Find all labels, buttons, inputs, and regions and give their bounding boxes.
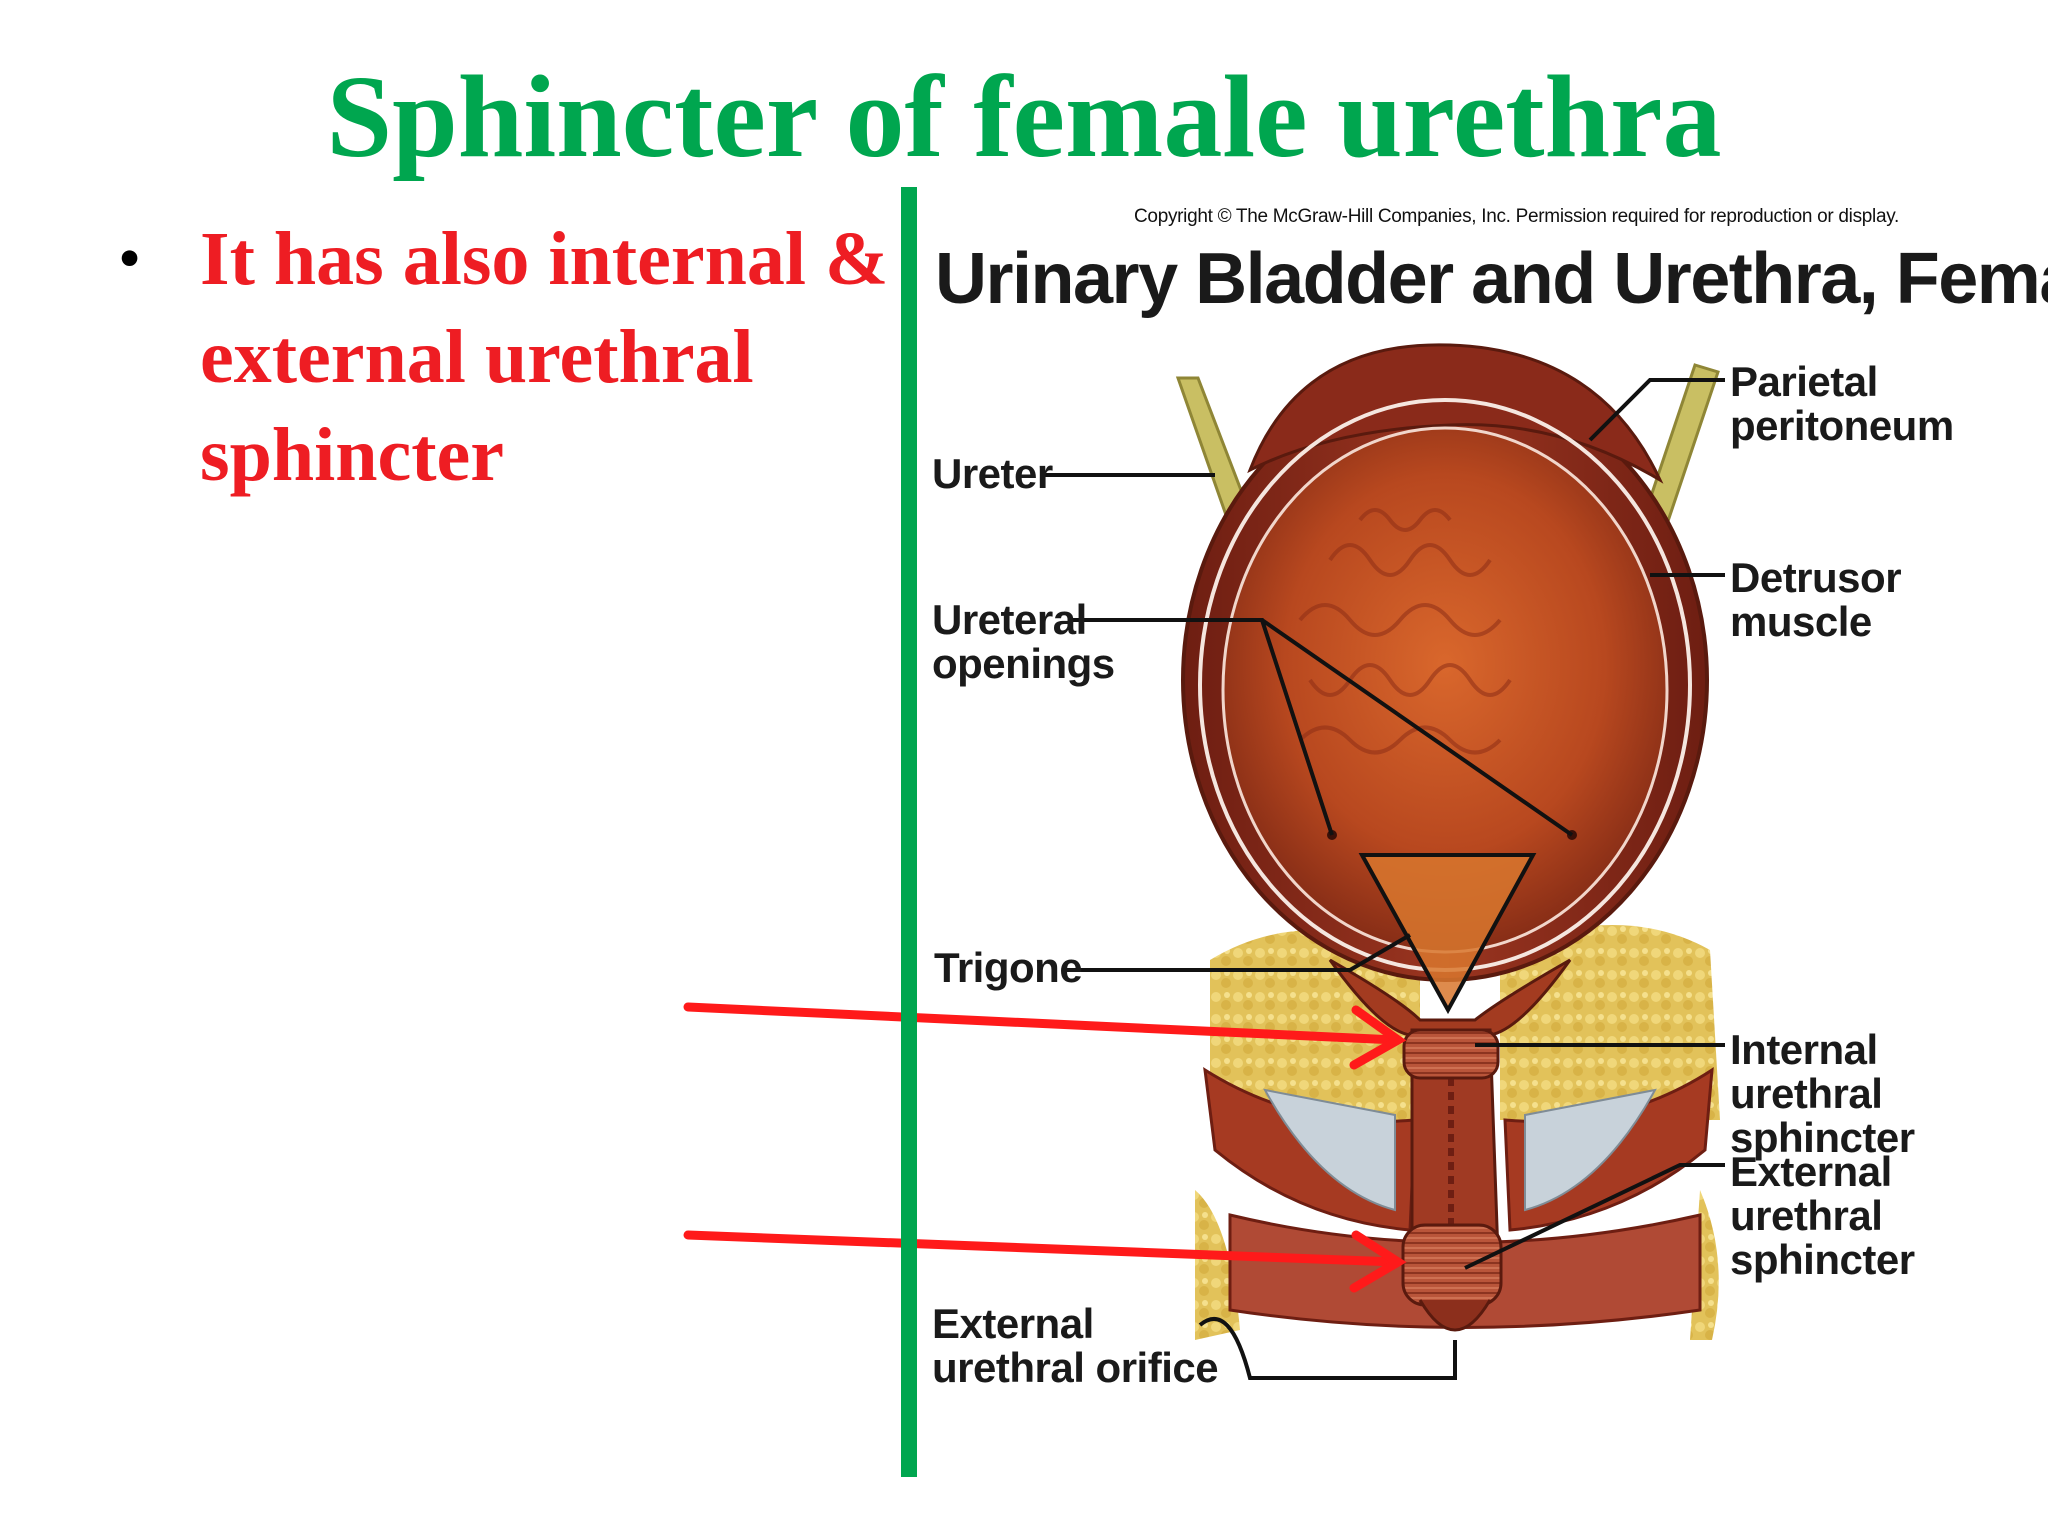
ligament-left — [1263, 1088, 1396, 1212]
figure-title: Urinary Bladder and Urethra, Female — [935, 239, 2048, 319]
external-sphincter-shape — [1401, 1223, 1503, 1307]
leader-parietal-peritoneum — [1588, 378, 1725, 442]
label-internal-urethral-sphincter: Internal urethral sphincter — [1730, 1026, 1915, 1161]
annotation-arrows — [683, 1002, 1407, 1293]
label-detrusor-muscle: Detrusor muscle — [1730, 554, 1902, 645]
label-external-urethral-sphincter: External urethral sphincter — [1730, 1148, 1915, 1283]
urethral-orifice — [1418, 1299, 1492, 1332]
slide-title: Sphincter of female urethra — [326, 51, 1722, 182]
leader-external-sphincter — [1464, 1163, 1725, 1270]
leader-ureteral-openings — [1070, 618, 1574, 837]
vertical-divider — [901, 187, 917, 1477]
trigone-outline — [1358, 853, 1537, 1015]
arrow-internal-sphincter — [683, 1002, 1401, 1045]
label-ureteral-openings: Ureteral openings — [932, 596, 1115, 687]
arrowhead-internal — [1349, 1005, 1407, 1070]
mucosal-rugae — [1298, 508, 1512, 755]
bullet-text: It has also internal & external urethral… — [200, 217, 889, 497]
label-external-urethral-orifice: External urethral orifice — [932, 1300, 1219, 1391]
leader-lines — [1045, 378, 1725, 1380]
arrowhead-external — [1349, 1230, 1407, 1293]
figure-copyright: Copyright © The McGraw-Hill Companies, I… — [1134, 206, 1900, 227]
arrow-external-sphincter — [683, 1230, 1401, 1267]
bullet-marker: • — [118, 222, 142, 295]
internal-sphincter-shape — [1402, 1028, 1500, 1080]
label-trigone: Trigone — [934, 944, 1083, 991]
trigone-region — [1362, 855, 1533, 1010]
leader-trigone — [1065, 933, 1412, 972]
label-parietal-peritoneum: Parietal peritoneum — [1730, 358, 1954, 449]
ligament-right — [1524, 1088, 1657, 1212]
bladder-dome — [1247, 343, 1664, 484]
bladder-neck — [1328, 958, 1572, 1037]
fat-tissue — [1210, 929, 1420, 1120]
label-ureter: Ureter — [932, 450, 1053, 497]
leader-orifice — [1198, 1317, 1457, 1380]
